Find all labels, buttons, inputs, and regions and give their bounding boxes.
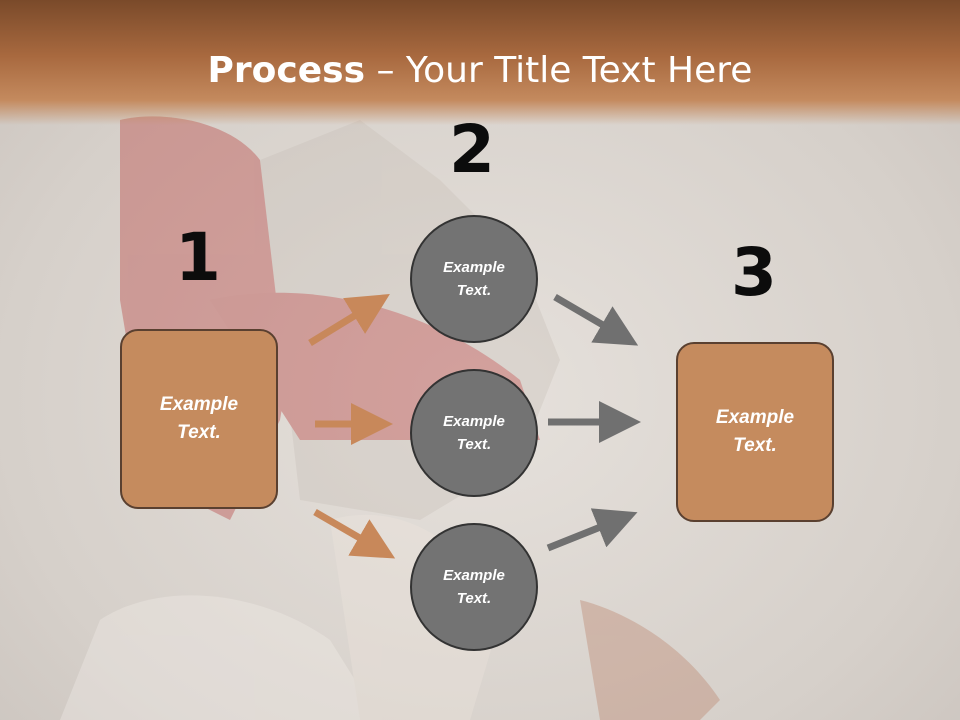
right-process-box: Example Text. [676, 342, 834, 522]
circle-node-1: Example Text. [410, 215, 538, 343]
left-box-line2: Text. [177, 422, 221, 443]
left-box-line1: Example [159, 394, 239, 415]
left-process-box: Example Text. [120, 329, 278, 509]
step-number-2: 2 [449, 111, 495, 188]
circle-node-2: Example Text. [410, 369, 538, 497]
step-number-1: 1 [175, 219, 221, 296]
page-title: Process – Your Title Text Here [0, 50, 960, 91]
right-box-line2: Text. [733, 435, 777, 456]
circle-3-line2: Text. [456, 590, 492, 607]
circle-node-3: Example Text. [410, 523, 538, 651]
step-number-3: 3 [731, 234, 777, 311]
title-bold: Process [207, 50, 366, 91]
title-rest: – Your Title Text Here [365, 50, 753, 91]
right-box-line1: Example [715, 407, 795, 428]
circle-1-line2: Text. [456, 282, 492, 299]
title-bar [0, 0, 960, 125]
circle-2-line1: Example [443, 413, 505, 430]
circle-1-line1: Example [443, 259, 505, 276]
arrow-from-circle-3 [546, 508, 638, 552]
circle-2-line2: Text. [456, 436, 492, 453]
arrow-from-circle-1 [553, 293, 639, 346]
arrow-to-circle-3 [313, 508, 396, 559]
circle-3-line1: Example [443, 567, 505, 584]
arrow-to-circle-1 [308, 294, 390, 346]
